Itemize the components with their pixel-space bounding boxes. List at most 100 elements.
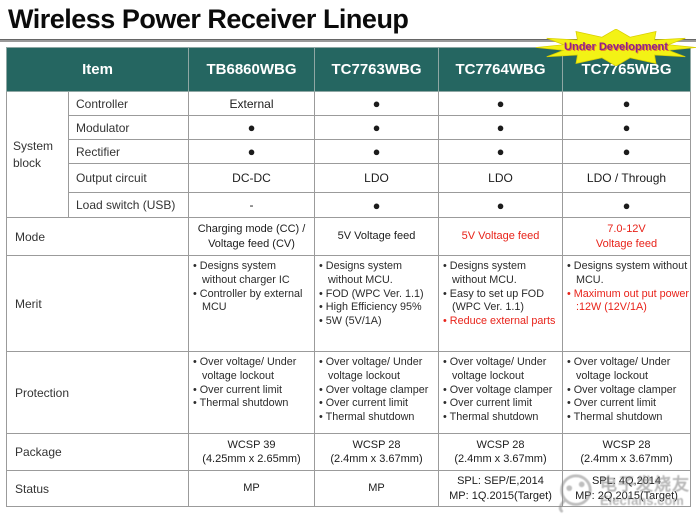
bullet-list: Designs system without MCU. Maximum out … — [567, 260, 689, 315]
row-load-switch: Load switch (USB) - ● ● ● — [7, 192, 691, 218]
row-rectifier: Rectifier ● ● ● ● — [7, 139, 691, 164]
cell-line: (2.4mm x 3.67mm) — [330, 453, 423, 465]
bullet-item: Over current limit — [567, 397, 689, 411]
table-cell: Over voltage/ Under voltage lockout Over… — [314, 351, 439, 434]
table-cell: WCSP 28 (2.4mm x 3.67mm) — [438, 433, 563, 471]
row-modulator: Modulator ● ● ● ● — [7, 115, 691, 140]
lineup-table-wrap: Item TB6860WBG TC7763WBG TC7764WBG TC776… — [0, 42, 696, 507]
bullet-item: 5W (5V/1A) — [319, 315, 437, 329]
col-header-item: Item — [6, 47, 189, 92]
row-mode: Mode Charging mode (CC) / Voltage feed (… — [6, 217, 691, 256]
bullet-item: Thermal shutdown — [193, 397, 313, 411]
cell-line: Voltage feed — [595, 237, 658, 250]
cell-line: 5V Voltage feed — [461, 230, 540, 243]
table-cell: ● — [438, 139, 563, 164]
group-label-system-block: System block — [6, 91, 69, 218]
table-cell: Designs system without charger IC Contro… — [188, 255, 315, 352]
table-cell: Charging mode (CC) / Voltage feed (CV) — [188, 217, 315, 256]
row-protection: Protection Over voltage/ Under voltage l… — [6, 351, 691, 434]
table-cell: 7.0-12V Voltage feed — [562, 217, 691, 256]
table-cell: MP — [314, 470, 439, 507]
table-cell: WCSP 39 (4.25mm x 2.65mm) — [188, 433, 315, 471]
cell-line: 5V Voltage feed — [337, 230, 416, 243]
table-cell: ● — [562, 192, 691, 218]
bullet-item: Controller by external MCU — [193, 288, 313, 316]
bullet-item: Thermal shutdown — [319, 411, 437, 425]
table-cell: WCSP 28 (2.4mm x 3.67mm) — [314, 433, 439, 471]
cell-line: MP — [368, 482, 385, 495]
row-label: Load switch (USB) — [68, 192, 189, 218]
col-header-tb6860wbg: TB6860WBG — [188, 47, 315, 92]
cell-line: WCSP 28 — [476, 438, 525, 451]
cell-line: (4.25mm x 2.65mm) — [202, 453, 301, 465]
row-merit: Merit Designs system without charger IC … — [6, 255, 691, 352]
row-label: Rectifier — [68, 139, 189, 164]
table-cell: ● — [562, 139, 691, 164]
cell-line: WCSP 28 — [352, 438, 401, 451]
table-cell: Designs system without MCU. Easy to set … — [438, 255, 563, 352]
table-cell: 5V Voltage feed — [314, 217, 439, 256]
table-cell: WCSP 28 (2.4mm x 3.67mm) — [562, 433, 691, 471]
cell-line: 7.0-12V — [607, 223, 646, 236]
row-package: Package WCSP 39 (4.25mm x 2.65mm) WCSP 2… — [6, 433, 691, 471]
table-cell: ● — [438, 91, 563, 116]
row-output-circuit: Output circuit DC-DC LDO LDO LDO / Throu… — [7, 163, 691, 193]
table-cell: ● — [314, 115, 439, 140]
cell-line: MP: 1Q.2015(Target) — [449, 489, 552, 502]
table-cell: 5V Voltage feed — [438, 217, 563, 256]
bullet-list: Designs system without charger IC Contro… — [193, 260, 313, 315]
bullet-item: Designs system without charger IC — [193, 260, 313, 288]
table-cell: ● — [438, 115, 563, 140]
table-cell: Over voltage/ Under voltage lockout Over… — [438, 351, 563, 434]
table-cell: ● — [188, 115, 315, 140]
col-header-tc7764wbg: TC7764WBG — [438, 47, 563, 92]
cell-line: (2.4mm x 3.67mm) — [454, 453, 547, 465]
table-cell: MP — [188, 470, 315, 507]
table-cell: Over voltage/ Under voltage lockout Over… — [562, 351, 691, 434]
table-cell: ● — [438, 192, 563, 218]
row-label: Controller — [68, 91, 189, 116]
cell-line: (2.4mm x 3.67mm) — [580, 453, 673, 465]
row-label: Output circuit — [68, 163, 189, 193]
cell-line: WCSP 28 — [602, 438, 651, 451]
cell-line: SPL: SEP/E,2014 — [457, 475, 544, 488]
starburst-icon — [536, 29, 696, 66]
table-cell: Over voltage/ Under voltage lockout Over… — [188, 351, 315, 434]
bullet-item: Over current limit — [193, 384, 313, 398]
bullet-item: Over voltage/ Under voltage lockout — [193, 356, 313, 384]
page-title: Wireless Power Receiver Lineup — [8, 4, 409, 34]
bullet-item: Over voltage/ Under voltage lockout — [567, 356, 689, 384]
bullet-list: Designs system without MCU. Easy to set … — [443, 260, 561, 329]
bullet-list: Over voltage/ Under voltage lockout Over… — [567, 356, 689, 425]
table-cell: ● — [314, 139, 439, 164]
bullet-item: Thermal shutdown — [567, 411, 689, 425]
bullet-item: FOD (WPC Ver. 1.1) — [319, 288, 437, 302]
table-cell: ● — [314, 91, 439, 116]
table-cell: - — [188, 192, 315, 218]
bullet-item: Maximum out put power :12W (12V/1A) — [567, 288, 689, 316]
table-cell: ● — [562, 91, 691, 116]
col-header-tc7763wbg: TC7763WBG — [314, 47, 439, 92]
cell-line: MP — [243, 482, 260, 495]
cell-line: WCSP 39 — [227, 438, 276, 451]
table-header-row: Item TB6860WBG TC7763WBG TC7764WBG TC776… — [6, 47, 691, 92]
table-cell: ● — [562, 115, 691, 140]
bullet-list: Over voltage/ Under voltage lockout Over… — [319, 356, 437, 425]
bullet-item: Over voltage clamper — [567, 384, 689, 398]
table-cell: ● — [188, 139, 315, 164]
under-development-badge: Under Development — [536, 29, 696, 66]
table-cell: SPL: 4Q,2014 MP: 2Q,2015(Target) — [562, 470, 691, 507]
bullet-item: Over current limit — [319, 397, 437, 411]
bullet-item: Over voltage/ Under voltage lockout — [443, 356, 561, 384]
bullet-item: Designs system without MCU. — [443, 260, 561, 288]
row-label-status: Status — [6, 470, 189, 507]
bullet-item: Thermal shutdown — [443, 411, 561, 425]
row-label-package: Package — [6, 433, 189, 471]
bullet-item: Easy to set up FOD (WPC Ver. 1.1) — [443, 288, 561, 316]
row-label: Modulator — [68, 115, 189, 140]
table-cell: LDO — [314, 163, 439, 193]
cell-line: MP: 2Q,2015(Target) — [575, 489, 678, 502]
table-cell: LDO / Through — [562, 163, 691, 193]
cell-line: Charging mode (CC) / — [197, 223, 306, 236]
